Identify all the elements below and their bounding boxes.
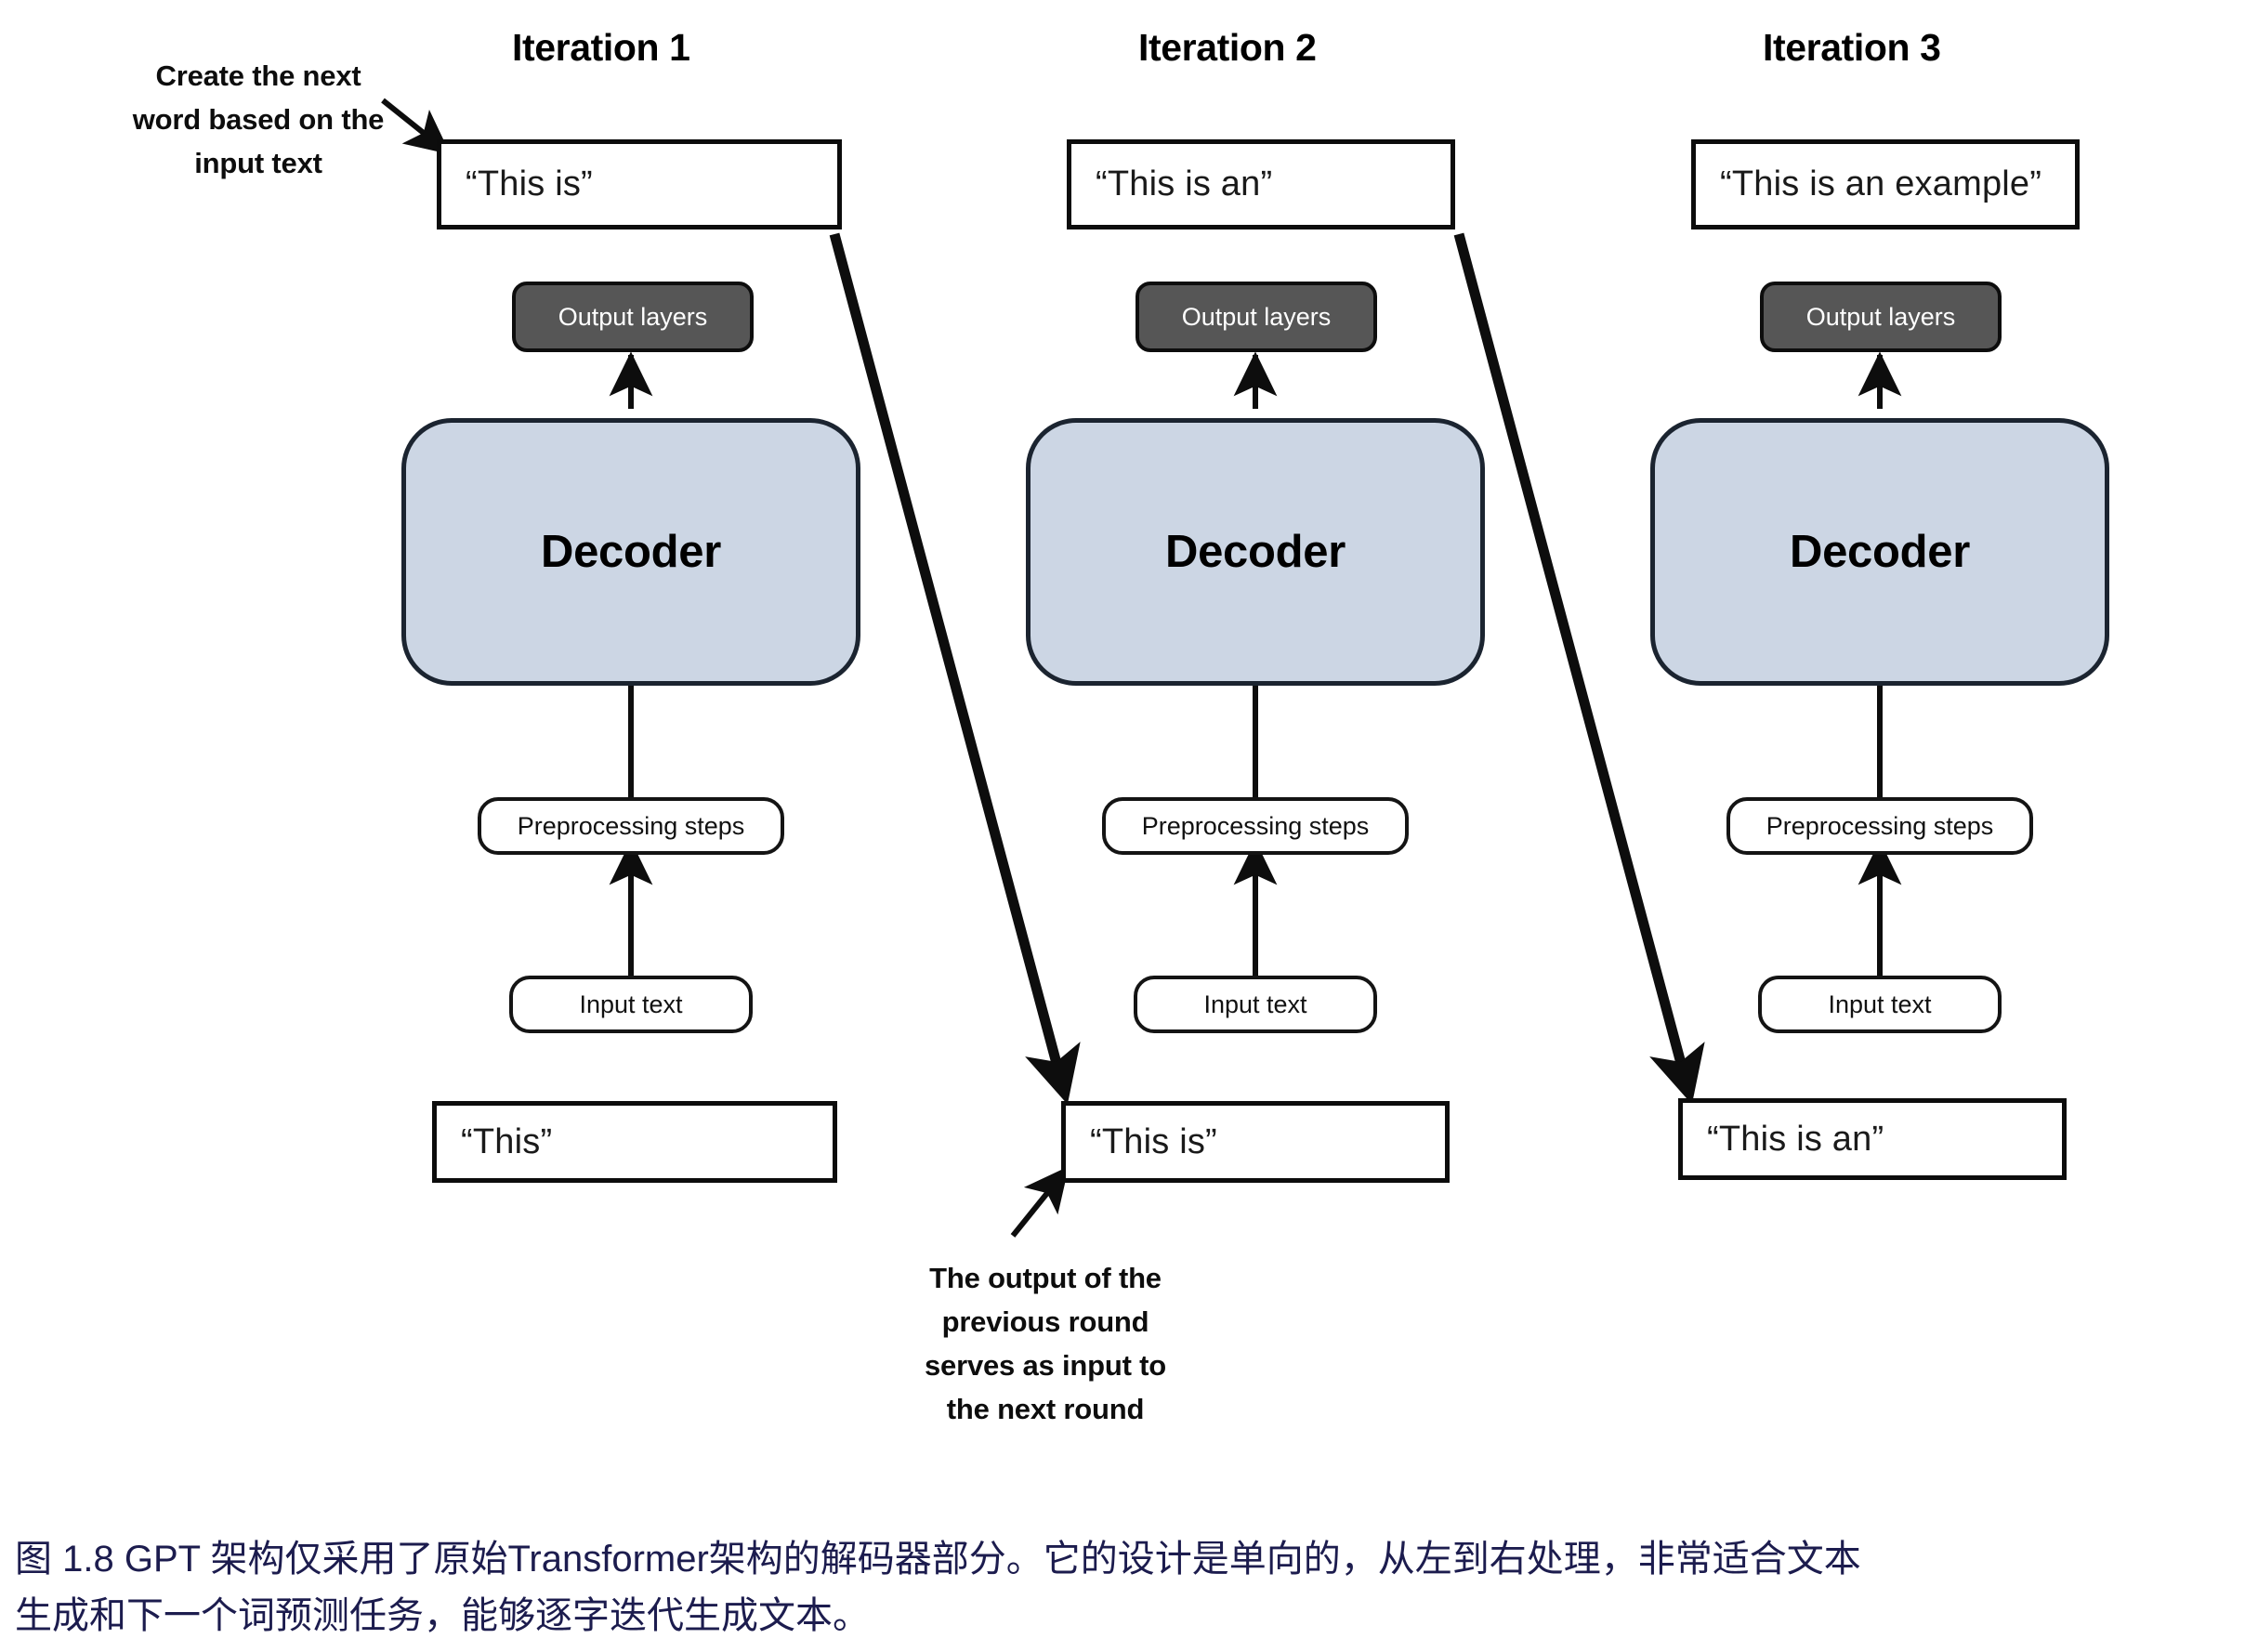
iteration-1-decoder: Decoder: [401, 418, 860, 686]
iteration-3-decoder-label: Decoder: [1790, 527, 1970, 577]
callout-output-feeds-next-round-text: The output of the previous round serves …: [925, 1262, 1166, 1426]
iteration-3-input-box-text: “This is an”: [1707, 1119, 1884, 1159]
iteration-2-output-layers-label: Output layers: [1181, 302, 1332, 331]
iteration-2-output-box: “This is an”: [1067, 139, 1455, 229]
iteration-1-input-box-text: “This”: [461, 1121, 553, 1161]
callout-create-next-word-text: Create the next word based on the input …: [132, 59, 385, 180]
iteration-2-input-text: Input text: [1134, 976, 1377, 1033]
iteration-3-input-text: Input text: [1758, 976, 2002, 1033]
iteration-1-output-box: “This is”: [437, 139, 842, 229]
iteration-1-title: Iteration 1: [512, 26, 690, 69]
iteration-2-decoder-label: Decoder: [1165, 527, 1346, 577]
arrow-iteration2-to-iteration3: [1453, 232, 1705, 1105]
arrow-iteration1-to-iteration2: [829, 232, 1081, 1105]
iteration-3-output-layers: Output layers: [1760, 282, 2002, 352]
iteration-2-input-box: “This is”: [1061, 1101, 1450, 1183]
iteration-3-decoder: Decoder: [1650, 418, 2109, 686]
iteration-1-decoder-label: Decoder: [541, 527, 721, 577]
figure-caption: 图 1.8 GPT 架构仅采用了原始Transformer架构的解码器部分。它的…: [15, 1531, 2245, 1645]
iteration-2-preprocessing: Preprocessing steps: [1102, 797, 1409, 855]
iteration-3-output-box-text: “This is an example”: [1720, 164, 2042, 203]
iteration-3-output-layers-label: Output layers: [1805, 302, 1956, 331]
callout-create-next-word: Create the next word based on the input …: [119, 54, 398, 185]
iteration-2-title: Iteration 2: [1138, 26, 1317, 69]
iteration-3-title: Iteration 3: [1763, 26, 1941, 69]
figure-caption-line-2: 生成和下一个词预测任务，能够逐字迭代生成文本。: [15, 1594, 870, 1636]
figure-caption-line-1: 图 1.8 GPT 架构仅采用了原始Transformer架构的解码器部分。它的…: [15, 1539, 1861, 1580]
callout-output-feeds-next-round: The output of the previous round serves …: [892, 1256, 1199, 1431]
iteration-1-output-layers-label: Output layers: [558, 302, 708, 331]
iteration-1-output-box-text: “This is”: [466, 164, 593, 203]
iteration-1-input-box: “This”: [432, 1101, 837, 1183]
iteration-3-preprocessing: Preprocessing steps: [1726, 797, 2033, 855]
iteration-2-output-layers: Output layers: [1136, 282, 1377, 352]
iteration-2-input-text-label: Input text: [1203, 990, 1307, 1018]
iteration-1-output-layers: Output layers: [512, 282, 754, 352]
iteration-1-preprocessing-label: Preprocessing steps: [517, 811, 745, 840]
callout-arrow-bottom: [1010, 1166, 1070, 1238]
iteration-2-output-box-text: “This is an”: [1096, 164, 1273, 203]
iteration-1-preprocessing: Preprocessing steps: [478, 797, 784, 855]
iteration-1-input-text: Input text: [509, 976, 753, 1033]
iteration-3-preprocessing-label: Preprocessing steps: [1766, 811, 1994, 840]
iteration-3-input-text-label: Input text: [1828, 990, 1932, 1018]
iteration-1-input-text-label: Input text: [579, 990, 683, 1018]
iteration-3-output-box: “This is an example”: [1691, 139, 2080, 229]
iteration-2-decoder: Decoder: [1026, 418, 1485, 686]
iteration-3-input-box: “This is an”: [1678, 1098, 2067, 1180]
iteration-2-input-box-text: “This is”: [1090, 1121, 1217, 1161]
iteration-2-preprocessing-label: Preprocessing steps: [1141, 811, 1370, 840]
